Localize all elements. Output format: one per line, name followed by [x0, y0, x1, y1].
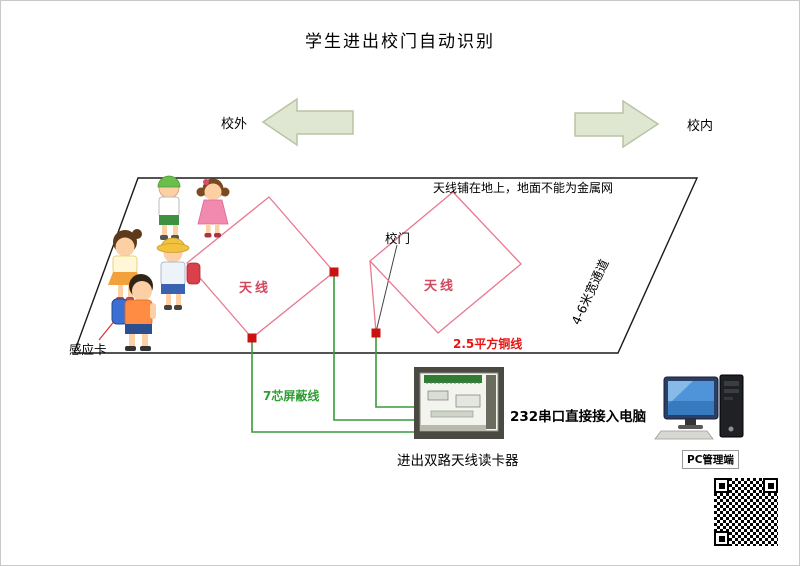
arrow-right-inbound [574, 99, 660, 149]
qr-finder-top-right [763, 478, 778, 493]
pc-label: PC管理端 [682, 450, 739, 469]
pc-image [654, 374, 744, 440]
students-illustration [108, 175, 230, 351]
qr-finder-top-left [714, 478, 729, 493]
antenna-feed-link [369, 260, 377, 333]
antenna-loop-right [369, 191, 522, 334]
gate-leader-line [375, 244, 398, 333]
serial-link-label: 232串口直接接入电脑 [510, 409, 647, 425]
gate-label: 校门 [385, 231, 411, 246]
reader-label: 进出双路天线读卡器 [397, 453, 519, 469]
student-green-cap [157, 175, 181, 240]
student-pigtails [196, 178, 230, 238]
lane-parallelogram [72, 177, 699, 354]
shielded-cable-label: 7芯屏蔽线 [263, 389, 320, 403]
qr-code [714, 478, 778, 546]
feed-connector-1 [329, 267, 339, 277]
card-reader-image [414, 367, 504, 439]
feed-connector-2 [247, 333, 257, 343]
copper-wire-label: 2.5平方铜线 [453, 337, 523, 351]
cable-left-loop-feed [333, 272, 414, 421]
induction-card-label: 感应卡 [69, 342, 107, 357]
antenna-left-label: 天线 [239, 281, 272, 296]
cable-right-loop [375, 333, 414, 408]
feed-connector-3 [371, 328, 381, 338]
student-blue-backpack [111, 274, 156, 351]
antenna-right-label: 天线 [424, 279, 457, 294]
student-ponytail [108, 229, 142, 302]
cable-left-loop [251, 338, 414, 433]
page-title: 学生进出校门自动识别 [305, 32, 495, 52]
arrow-left-outbound [261, 97, 354, 147]
outside-direction-label: 校外 [221, 117, 248, 132]
ground-note-label: 天线铺在地上，地面不能为金属网 [433, 181, 614, 195]
qr-finder-bottom-left [714, 531, 729, 546]
inside-direction-label: 校内 [687, 119, 714, 134]
student-yellow-hat [156, 237, 201, 310]
